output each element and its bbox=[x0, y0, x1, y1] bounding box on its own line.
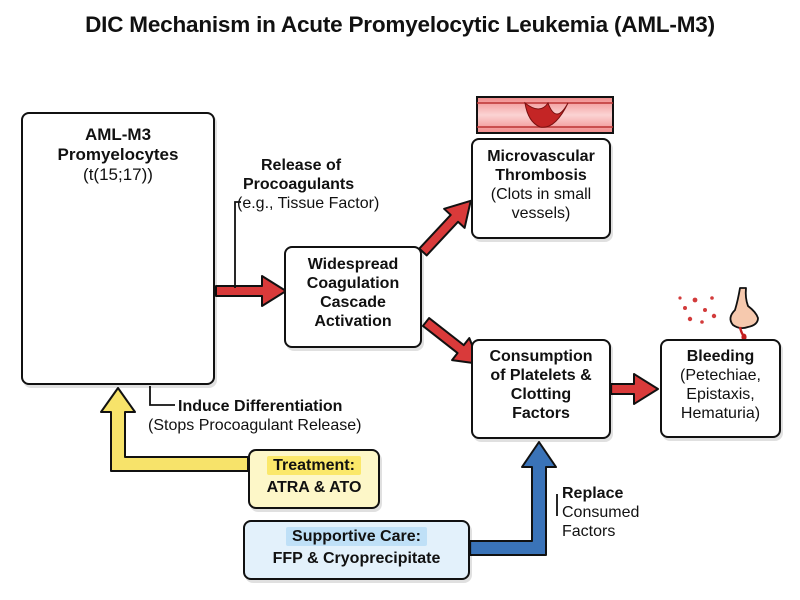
bleeding-line1: Bleeding bbox=[686, 348, 755, 365]
thrombosis-line3: (Clots in small bbox=[490, 185, 592, 203]
bleeding-line2: (Petechiae, bbox=[680, 366, 761, 384]
replace-line1: Replace bbox=[562, 485, 624, 502]
induce-differentiation-label: Induce Differentiation (Stops Procoagula… bbox=[148, 397, 361, 435]
coagulation-cascade-box: Widespread Coagulation Cascade Activatio… bbox=[284, 246, 422, 348]
coagulation-line3: Cascade bbox=[320, 293, 386, 311]
replace-factors-label: Replace Consumed Factors bbox=[562, 484, 639, 542]
nose-bleed-icon bbox=[678, 287, 759, 341]
cells-box-line1: AML-M3 bbox=[84, 125, 152, 144]
differentiation-line2: (Stops Procoagulant Release) bbox=[148, 417, 362, 435]
arrow-treatment-to-cells bbox=[100, 387, 249, 472]
treatment-line1: Treatment: bbox=[267, 456, 361, 475]
release-line3: (e.g., Tissue Factor) bbox=[237, 195, 380, 213]
differentiation-bracket bbox=[149, 386, 175, 406]
cells-box-line3: (t(15;17)) bbox=[83, 165, 153, 185]
release-procoagulants-label: Release of Procoagulants (e.g., Tissue F… bbox=[237, 156, 379, 214]
arrow-supportive-to-consumption bbox=[469, 441, 557, 556]
release-line2: Procoagulants bbox=[243, 176, 355, 194]
supportive-line2: FFP & Cryoprecipitate bbox=[272, 549, 441, 567]
diagram-title: DIC Mechanism in Acute Promyelocytic Leu… bbox=[85, 12, 715, 37]
treatment-line2: ATRA & ATO bbox=[266, 478, 362, 496]
consumption-line3: Clotting bbox=[510, 385, 572, 403]
coagulation-line1: Widespread bbox=[307, 256, 399, 273]
thrombosis-line1: Microvascular bbox=[487, 148, 595, 165]
microvascular-thrombosis-box: Microvascular Thrombosis (Clots in small… bbox=[471, 138, 611, 239]
replace-line3: Factors bbox=[562, 523, 616, 541]
cells-box-line2: Promyelocytes bbox=[57, 145, 179, 165]
blood-vessel-clot-icon bbox=[476, 96, 614, 134]
arrow-cells-to-coagulation bbox=[215, 275, 287, 307]
bleeding-box: Bleeding (Petechiae, Epistaxis, Hematuri… bbox=[660, 339, 781, 438]
coagulation-line4: Activation bbox=[314, 312, 392, 330]
release-line1: Release of bbox=[261, 157, 342, 174]
arrow-consumption-to-bleeding bbox=[610, 373, 659, 405]
arrow-coagulation-to-thrombosis bbox=[418, 199, 472, 257]
supportive-care-box: Supportive Care: FFP & Cryoprecipitate bbox=[243, 520, 470, 580]
coagulation-line2: Coagulation bbox=[306, 274, 400, 292]
replace-line2: Consumed bbox=[562, 504, 640, 522]
consumption-line2: of Platelets & bbox=[490, 366, 592, 384]
consumption-box: Consumption of Platelets & Clotting Fact… bbox=[471, 339, 611, 439]
consumption-line4: Factors bbox=[512, 404, 570, 422]
thrombosis-line2: Thrombosis bbox=[495, 166, 587, 184]
consumption-line1: Consumption bbox=[489, 348, 593, 365]
thrombosis-line4: vessels) bbox=[511, 204, 571, 222]
differentiation-line1: Induce Differentiation bbox=[178, 398, 343, 415]
arrow-coagulation-to-consumption bbox=[421, 317, 481, 365]
bleeding-line3: Epistaxis, bbox=[686, 385, 755, 403]
supportive-line1: Supportive Care: bbox=[286, 527, 427, 546]
promyelocytes-box: AML-M3 Promyelocytes (t(15;17)) bbox=[21, 112, 215, 385]
treatment-box: Treatment: ATRA & ATO bbox=[248, 449, 380, 509]
release-bracket bbox=[234, 201, 241, 288]
bleeding-line4: Hematuria) bbox=[680, 404, 761, 422]
